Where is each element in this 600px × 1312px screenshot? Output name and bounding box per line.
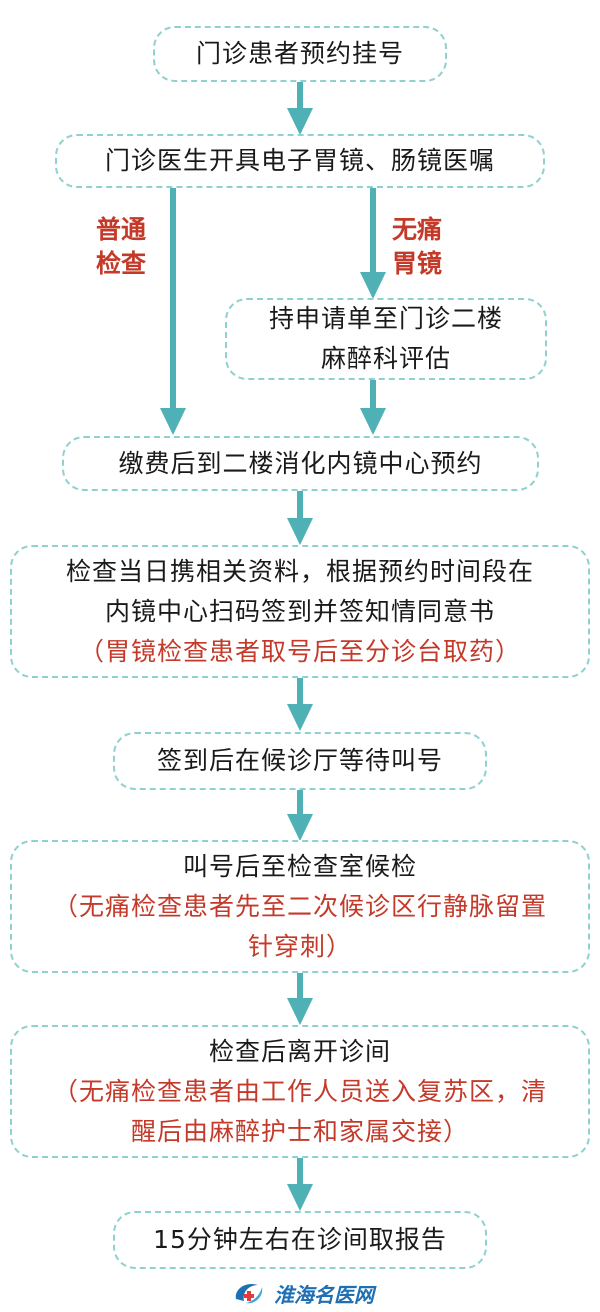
step-get-report: 15分钟左右在诊间取报告 <box>113 1211 487 1269</box>
arrow-4-to-5 <box>287 491 313 545</box>
arrow-3-to-4 <box>360 380 386 435</box>
step-anesthesia-evaluation: 持申请单至门诊二楼 麻醉科评估 <box>225 298 547 380</box>
step-doctor-order-text: 门诊医生开具电子胃镜、肠镜医嘱 <box>104 146 495 175</box>
branch-label-painless: 无痛 胃镜 <box>391 215 442 278</box>
arrow-1-to-2 <box>287 82 313 135</box>
step-doctor-order: 门诊医生开具电子胃镜、肠镜医嘱 <box>55 134 545 188</box>
step-leave-note-2: 醒后由麻醉护士和家属交接） <box>130 1116 469 1146</box>
step-appointment-text: 门诊患者预约挂号 <box>195 39 404 68</box>
logo-text: 淮海名医网 <box>274 1282 374 1307</box>
arrow-8-to-9 <box>287 1158 313 1211</box>
step-exam-note-1: （无痛检查患者先至二次候诊区行静脉留置 <box>52 891 547 921</box>
step-leave-note-1: （无痛检查患者由工作人员送入复苏区，清 <box>52 1076 547 1106</box>
step-exam-note-2: 针穿刺） <box>247 931 352 961</box>
step-appointment: 门诊患者预约挂号 <box>153 26 447 82</box>
step-checkin-note: （胃镜检查患者取号后至分诊台取药） <box>78 636 521 666</box>
arrow-right-branch <box>360 188 386 299</box>
step-payment-booking: 缴费后到二楼消化内镜中心预约 <box>62 436 539 491</box>
arrow-left-branch <box>160 188 186 435</box>
arrow-5-to-6 <box>287 678 313 731</box>
arrow-6-to-7 <box>287 790 313 841</box>
arrow-7-to-8 <box>287 973 313 1025</box>
step-exam-room-waiting: 叫号后至检查室候检 （无痛检查患者先至二次候诊区行静脉留置 针穿刺） <box>10 840 590 973</box>
site-logo: 淮海名医网 <box>232 1278 382 1308</box>
logo-icon <box>235 1283 263 1304</box>
step-checkin-consent: 检查当日携相关资料，根据预约时间段在 内镜中心扫码签到并签知情同意书 （胃镜检查… <box>10 545 590 678</box>
step-leave-room: 检查后离开诊间 （无痛检查患者由工作人员送入复苏区，清 醒后由麻醉护士和家属交接… <box>10 1025 590 1158</box>
step-waiting-hall: 签到后在候诊厅等待叫号 <box>113 732 487 790</box>
branch-label-normal: 普通 检查 <box>95 215 146 278</box>
